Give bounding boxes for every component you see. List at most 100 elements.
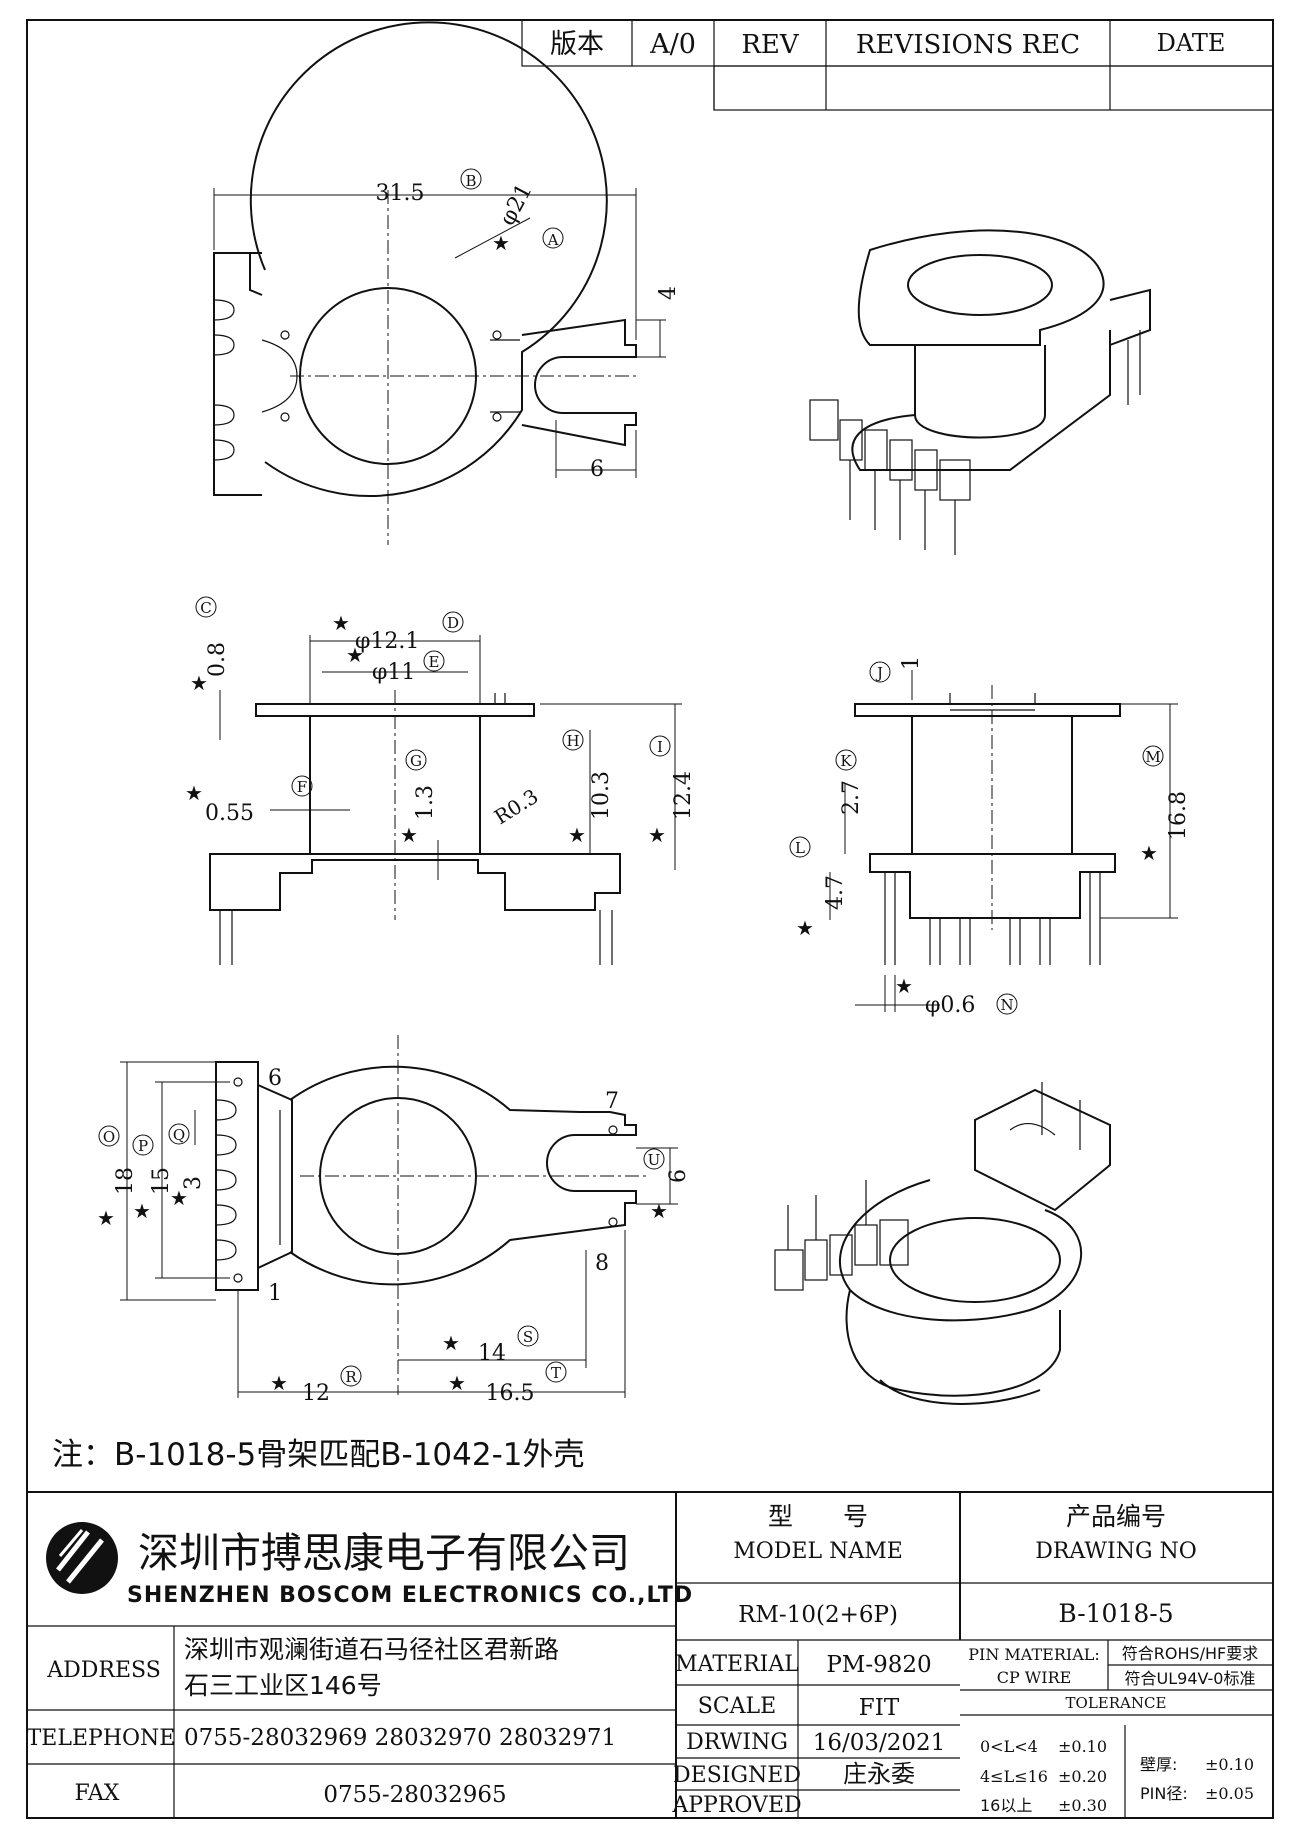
address-line1: 深圳市观澜街道石马径社区君新路 [184, 1635, 559, 1664]
tag-T: T [551, 1364, 561, 1382]
dim-wall: 0.55 [205, 801, 254, 826]
isometric-view-bottom [774, 1082, 1111, 1405]
tag-F: F [297, 778, 307, 796]
dim-total-height: 12.4 [671, 771, 696, 820]
material-value: PM-9820 [826, 1652, 931, 1678]
drawing-date-value: 16/03/2021 [813, 1730, 946, 1756]
version-value: A/0 [649, 29, 696, 60]
star-icon: ★ [190, 671, 208, 695]
side-view: 1 2.7 4.7 16.8 φ0.6 ★ ★ ★ J K L M N [789, 656, 1191, 1018]
fax-label: FAX [75, 1781, 120, 1806]
star-icon: ★ [568, 823, 586, 847]
address-line2: 石三工业区146号 [184, 1671, 382, 1700]
drawing-value: B-1018-5 [1058, 1599, 1173, 1628]
approved-label: APPROVED [671, 1793, 801, 1818]
dim-height: 16.8 [1166, 791, 1191, 840]
top-view: 31.5 B φ21 A ★ 4 6 [213, 21, 681, 545]
star-icon: ★ [648, 823, 666, 847]
rev-label: REV [741, 30, 800, 60]
model-label-en: MODEL NAME [733, 1539, 903, 1564]
pin-material-label: PIN MATERIAL: [968, 1645, 1100, 1664]
tag-N: N [1000, 996, 1013, 1014]
dim-diameter: φ21 [495, 180, 537, 230]
note-text: 注：B-1018-5骨架匹配B-1042-1外壳 [52, 1437, 585, 1473]
tag-Q: Q [173, 1126, 185, 1144]
tag-B: B [465, 172, 476, 190]
star-icon: ★ [332, 611, 350, 635]
dim-width: 31.5 [376, 181, 425, 206]
designed-value: 庄永委 [843, 1760, 915, 1788]
pin-label-6: 6 [268, 1066, 282, 1091]
bottom-view: 6 1 7 8 18 15 3 6 14 12 16.5 ★ ★ ★ ★ ★ ★… [97, 1035, 691, 1406]
date-label: DATE [1157, 29, 1226, 57]
tag-R: R [345, 1368, 357, 1386]
wall-tol-label: 壁厚: [1140, 1755, 1177, 1774]
tag-O: O [103, 1128, 115, 1146]
star-icon: ★ [448, 1371, 466, 1395]
pin-label-7: 7 [605, 1089, 619, 1114]
tol-value-1: ±0.10 [1058, 1737, 1107, 1756]
tag-J: J [875, 664, 883, 682]
star-icon: ★ [1140, 841, 1158, 865]
tag-U: U [648, 1151, 661, 1169]
revisions-label: REVISIONS REC [856, 30, 1080, 60]
dim-flange-thickness: 0.8 [205, 642, 230, 677]
tag-I: I [657, 738, 663, 756]
pin-tol-label: PIN径: [1140, 1784, 1188, 1803]
dim-gap: 1.3 [413, 785, 438, 820]
star-icon: ★ [442, 1331, 460, 1355]
star-icon: ★ [796, 916, 814, 940]
dim-tab-height: 4 [656, 286, 681, 300]
tag-A: A [547, 231, 559, 249]
dim-slot-width: 6 [590, 457, 604, 482]
dim-pitch-14: 14 [478, 1341, 506, 1366]
star-icon: ★ [97, 1206, 115, 1230]
designed-label: DESIGNED [673, 1763, 801, 1788]
fax-value: 0755-28032965 [323, 1782, 506, 1808]
tag-H: H [566, 732, 579, 750]
tol-value-3: ±0.30 [1058, 1796, 1107, 1815]
star-icon: ★ [895, 974, 913, 998]
star-icon: ★ [133, 1199, 151, 1223]
scale-value: FIT [859, 1695, 900, 1721]
company-logo [46, 1522, 118, 1594]
star-icon: ★ [170, 1186, 188, 1210]
tag-S: S [523, 1328, 533, 1346]
pin-material-value: 符合ROHS/HF要求 [1122, 1644, 1259, 1663]
company-name-en: SHENZHEN BOSCOM ELECTRONICS CO.,LTD [127, 1583, 693, 1608]
wall-tol-value: ±0.10 [1205, 1755, 1254, 1774]
star-icon: ★ [492, 231, 510, 255]
dim-winding-height: 10.3 [589, 771, 614, 820]
dim-pin-length: 4.7 [823, 875, 848, 910]
star-icon: ★ [270, 1371, 288, 1395]
tol-range-2: 4≤L≤16 [980, 1767, 1048, 1786]
tol-value-2: ±0.20 [1058, 1767, 1107, 1786]
dim-pitch-12: 12 [302, 1381, 330, 1406]
dim-inner-d1: φ12.1 [355, 629, 419, 654]
telephone-value: 0755-28032969 28032970 28032971 [184, 1725, 616, 1751]
material-label: MATERIAL [675, 1652, 799, 1677]
model-value: RM-10(2+6P) [738, 1602, 898, 1628]
dim-inner-d2: φ11 [372, 660, 415, 685]
dim-pin-diameter: φ0.6 [925, 993, 975, 1018]
cp-wire-label: CP WIRE [997, 1668, 1072, 1687]
star-icon: ★ [650, 1199, 668, 1223]
pin-label-1: 1 [268, 1281, 282, 1306]
tag-P: P [138, 1137, 148, 1155]
telephone-label: TELEPHONE [27, 1726, 176, 1751]
scale-label: SCALE [698, 1694, 776, 1719]
pin-label-8: 8 [595, 1251, 609, 1276]
model-label-cn: 型 号 [768, 1502, 868, 1531]
dim-pin-pitch: 3 [181, 1176, 206, 1190]
tolerance-label: TOLERANCE [1066, 1694, 1167, 1712]
pin-tol-value: ±0.05 [1205, 1784, 1254, 1803]
cp-wire-value: 符合UL94V-0标准 [1125, 1669, 1256, 1688]
star-icon: ★ [185, 781, 203, 805]
tag-L: L [795, 839, 805, 857]
address-label: ADDRESS [46, 1658, 161, 1683]
star-icon: ★ [400, 823, 418, 847]
dim-pin-span-outer: 18 [113, 1167, 138, 1195]
drawing-date-label: DRWING [686, 1730, 788, 1755]
dim-pin-span: 15 [149, 1167, 174, 1195]
